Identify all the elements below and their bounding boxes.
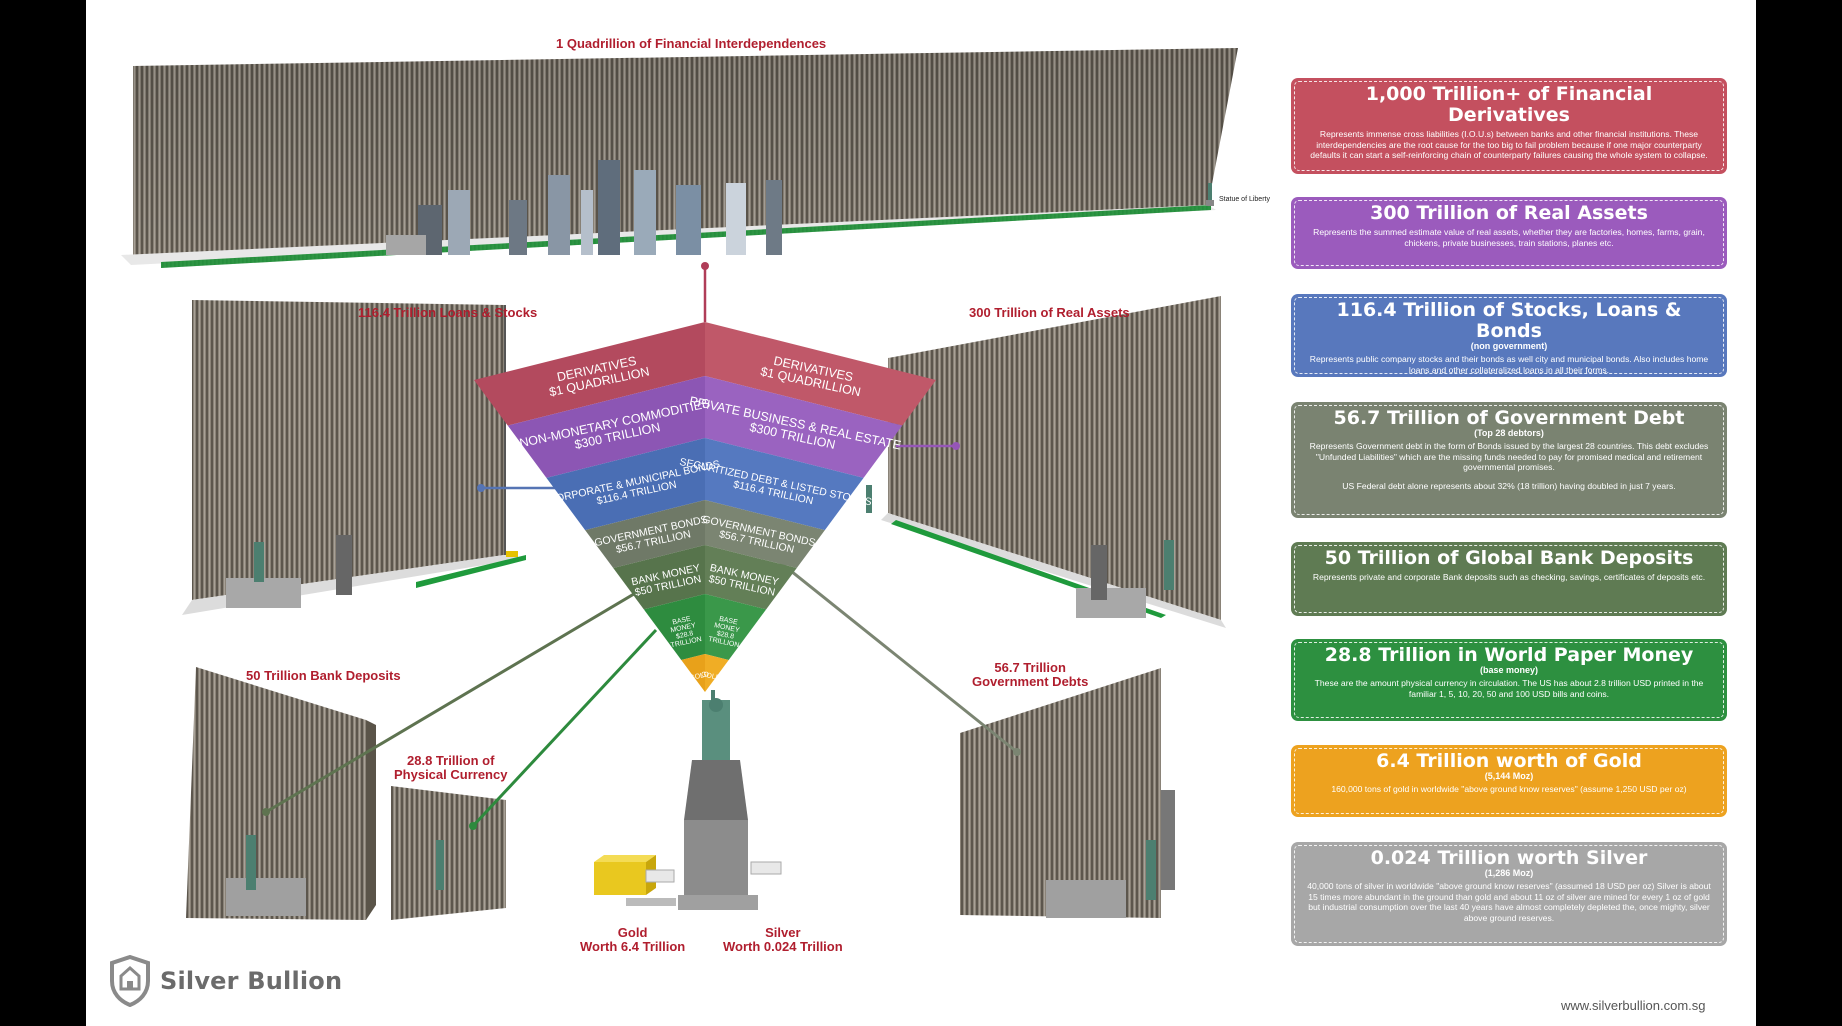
real-assets-wall-title: 300 Trillion of Real Assets (969, 305, 1130, 320)
website-url: www.silverbullion.com.sg (1561, 998, 1706, 1013)
physical-currency-title-line2: Physical Currency (394, 767, 508, 782)
card-subtitle: (base money) (1479, 665, 1539, 675)
card-subtitle: (Top 28 debtors) (1474, 428, 1544, 438)
card-title: 1,000 Trillion+ of Financial Derivatives (1365, 83, 1653, 126)
silver-label-line1: Silver (765, 925, 801, 940)
card-description: 40,000 tons of silver in worldwide "abov… (1303, 881, 1715, 923)
bank-deposits-wall (186, 667, 376, 920)
real-assets-wall (866, 296, 1226, 628)
silver-label: Silver Worth 0.024 Trillion (723, 926, 843, 954)
pyramid-layer-left (585, 500, 705, 569)
card-description-text: Represents private and corporate Bank de… (1312, 572, 1706, 582)
logo-text: Silver Bullion (160, 967, 343, 995)
card-derivatives: 1,000 Trillion+ of Financial Derivatives… (1291, 78, 1727, 174)
pyramid-layer-right (705, 500, 825, 569)
pyramid-layer-left (474, 322, 705, 426)
top-wall-title: 1 Quadrillion of Financial Interdependen… (556, 36, 827, 51)
skyscrapers (386, 160, 782, 255)
gov-debts-title-line2: Government Debts (972, 674, 1089, 689)
silver-bullion-logo: Silver Bullion (108, 955, 342, 1007)
gold-label: Gold Worth 6.4 Trillion (580, 926, 685, 954)
card-description: Represents immense cross liabilities (I.… (1303, 129, 1715, 161)
pyramid-label-left: GOLD (689, 671, 710, 682)
card-description: Represents the summed estimate value of … (1303, 227, 1715, 248)
physical-currency-title-line1: 28.8 Trillion of (407, 753, 495, 768)
pyramid-layer-right (705, 545, 797, 610)
pyramid-label-right: GOLD (700, 671, 721, 682)
card-description-text: US Federal debt alone represents about 3… (1342, 480, 1676, 491)
pyramid-layer-left (643, 594, 705, 660)
card-bank-deposits: 50 Trillion of Global Bank Deposits Repr… (1291, 542, 1727, 616)
pyramid-layer-left (613, 545, 705, 610)
card-title: 300 Trillion of Real Assets (1370, 202, 1648, 224)
loans-connector (477, 484, 556, 492)
gov-debts-wall-title: 56.7 Trillion Government Debts (972, 661, 1088, 689)
card-description: Represents private and corporate Bank de… (1303, 572, 1715, 583)
shield-logo-icon (110, 955, 150, 1007)
silver-blocks (626, 861, 782, 906)
silver-label-line2: Worth 0.024 Trillion (723, 939, 843, 954)
pyramid-layer-right (705, 438, 864, 531)
card-stocks-loans-bonds: 116.4 Trillion of Stocks, Loans & Bonds … (1291, 294, 1727, 377)
physical-currency-connector (469, 628, 658, 830)
card-title: 116.4 Trillion of Stocks, Loans & Bonds (1336, 299, 1682, 342)
card-gold: 6.4 Trillion worth of Gold (5,144 Moz) 1… (1291, 745, 1727, 817)
card-description: These are the amount physical currency i… (1303, 678, 1715, 699)
gov-debts-connector (755, 541, 1021, 756)
card-subtitle: (non government) (1470, 341, 1548, 351)
gov-debts-title-line1: 56.7 Trillion (994, 660, 1066, 675)
card-description-text: 40,000 tons of silver in worldwide "abov… (1307, 881, 1711, 923)
pyramid-layer-right (705, 322, 936, 426)
pyramid-layer-right (705, 594, 767, 660)
card-title: 6.4 Trillion worth of Gold (1376, 750, 1642, 772)
real-assets-connector (896, 442, 960, 450)
pyramid-layer-right (705, 654, 729, 692)
card-description: Represents Government debt in the form o… (1303, 441, 1715, 491)
card-subtitle: (1,286 Moz) (1484, 868, 1534, 878)
pyramid-layer-left (507, 376, 705, 478)
gov-debts-wall (960, 668, 1175, 918)
card-description-text: Represents public company stocks and the… (1309, 354, 1709, 375)
top-connector (701, 262, 709, 322)
physical-currency-wall (391, 786, 506, 920)
card-paper-money: 28.8 Trillion in World Paper Money (base… (1291, 639, 1727, 721)
card-description-text: Represents immense cross liabilities (I.… (1310, 129, 1708, 160)
card-description-text: 160,000 tons of gold in worldwide "above… (1331, 784, 1687, 794)
loans-wall (182, 300, 526, 615)
card-description-text: Represents Government debt in the form o… (1309, 441, 1709, 472)
card-silver: 0.024 Trillion worth Silver (1,286 Moz) … (1291, 842, 1727, 946)
card-description-text: Represents the summed estimate value of … (1313, 227, 1705, 248)
gold-label-line2: Worth 6.4 Trillion (580, 939, 686, 954)
card-description: Represents public company stocks and the… (1303, 354, 1715, 375)
card-title: 56.7 Trillion of Government Debt (1333, 407, 1685, 429)
pyramid-layer-right (705, 376, 903, 478)
statue-label: Statue of Liberty (1219, 196, 1270, 203)
card-government-debt: 56.7 Trillion of Government Debt (Top 28… (1291, 402, 1727, 518)
statue-top (1206, 183, 1214, 206)
card-real-assets: 300 Trillion of Real Assets Represents t… (1291, 197, 1727, 269)
loans-wall-title: 116.4 Trillion Loans & Stocks (358, 305, 538, 320)
card-description: 160,000 tons of gold in worldwide "above… (1303, 784, 1715, 795)
gold-label-line1: Gold (617, 925, 648, 940)
bank-deposits-wall-title: 50 Trillion Bank Deposits (246, 668, 401, 683)
card-description-text: These are the amount physical currency i… (1314, 678, 1704, 699)
card-title: 50 Trillion of Global Bank Deposits (1324, 547, 1694, 569)
pyramid-layer-left (546, 438, 705, 531)
physical-currency-wall-title: 28.8 Trillion of Physical Currency (394, 754, 507, 782)
statue-of-liberty-center (678, 690, 758, 910)
pyramid-label-right: BASEMONEY$28.8TRILLION (708, 614, 745, 649)
card-title: 28.8 Trillion in World Paper Money (1324, 644, 1694, 666)
card-title: 0.024 Trillion worth Silver (1370, 847, 1648, 869)
pyramid-layer-left (681, 654, 705, 692)
bank-deposits-connector (262, 573, 667, 816)
card-subtitle: (5,144 Moz) (1484, 771, 1534, 781)
